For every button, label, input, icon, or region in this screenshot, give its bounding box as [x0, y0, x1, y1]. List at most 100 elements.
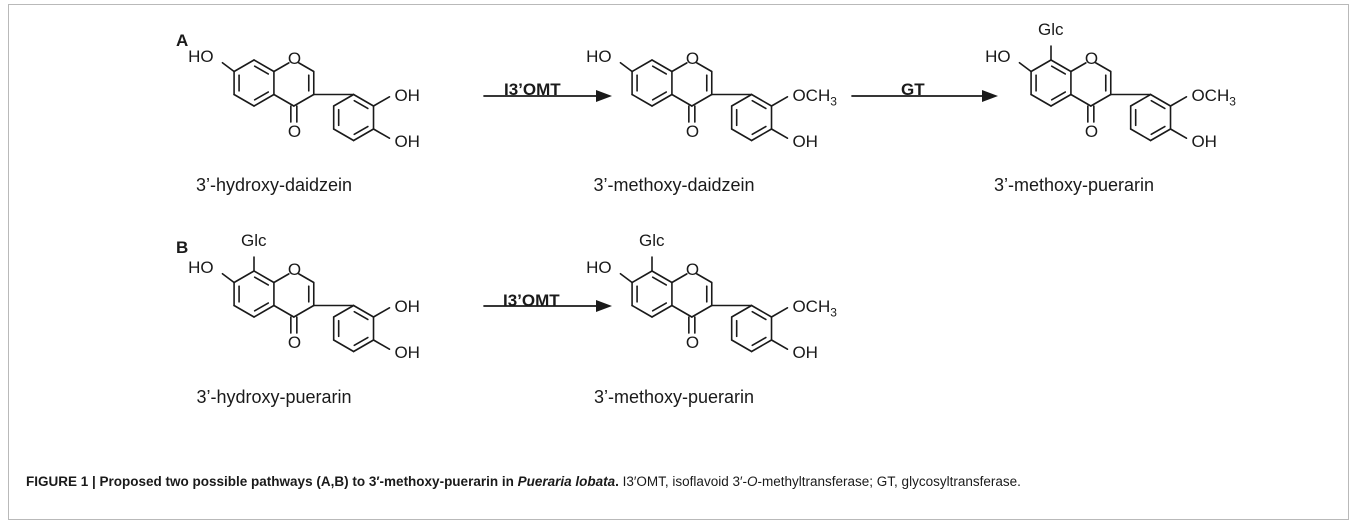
- mol-methoxy-puerarin-a-hydroxyl-4prime: OH: [1191, 131, 1217, 151]
- mol-hydroxy-puerarin-bond: [253, 270, 275, 284]
- mol-methoxy-puerarin-b-hydroxyl-4prime: OH: [792, 342, 818, 362]
- mol-methoxy-puerarin-b-bond: [770, 339, 789, 351]
- figure-caption: FIGURE 1 | Proposed two possible pathway…: [26, 472, 1326, 491]
- mol-methoxy-daidzein-bond: [730, 93, 753, 107]
- mol-hydroxy-daidzein-hydroxyl-3prime: OH: [394, 85, 420, 105]
- mol-methoxy-daidzein-bond: [750, 128, 773, 142]
- mol-methoxy-daidzein-hydroxyl-4prime: OH: [792, 131, 818, 151]
- mol-methoxy-puerarin-b-bond: [750, 339, 773, 353]
- mol-hydroxy-daidzein-double-bond: [353, 99, 369, 110]
- compound-name-hydroxy-daidzein: 3’-hydroxy-daidzein: [195, 175, 353, 195]
- mol-methoxy-daidzein-ring-oxygen: O: [685, 49, 700, 68]
- mol-methoxy-puerarin-a-bond: [1018, 61, 1032, 73]
- mol-methoxy-puerarin-a-bond: [1070, 93, 1092, 107]
- compound-name-hydroxy-puerarin: 3’-hydroxy-puerarin: [196, 387, 352, 407]
- mol-hydroxy-puerarin-ring-oxygen: O: [287, 260, 302, 279]
- mol-hydroxy-daidzein-bond: [332, 93, 355, 107]
- mol-methoxy-puerarin-a-bond: [1149, 93, 1172, 107]
- mol-hydroxy-puerarin-bond: [233, 304, 255, 318]
- mol-methoxy-puerarin-a-double-bond: [1050, 65, 1067, 75]
- mol-methoxy-puerarin-b-bond: [671, 273, 688, 284]
- mol-methoxy-puerarin-b-double-bond: [751, 336, 767, 347]
- mol-methoxy-daidzein-bond: [619, 61, 633, 73]
- mol-hydroxy-puerarin-double-bond: [353, 336, 369, 347]
- mol-methoxy-puerarin-a-bond: [1095, 62, 1112, 73]
- mol-methoxy-puerarin-a-bond: [1129, 128, 1152, 142]
- mol-hydroxy-daidzein-bond: [253, 59, 275, 73]
- mol-hydroxy-puerarin-bond: [293, 304, 315, 318]
- mol-methoxy-puerarin-a-bond: [1169, 128, 1188, 139]
- mol-hydroxy-daidzein-ring-oxygen: O: [287, 49, 302, 68]
- mol-methoxy-puerarin-a-glucose: Glc: [1038, 20, 1064, 39]
- mol-methoxy-daidzein-bond: [671, 62, 688, 73]
- mol-methoxy-daidzein-bond: [750, 93, 773, 107]
- mol-methoxy-puerarin-b-methoxy-3prime: OCH3: [792, 296, 837, 319]
- enzyme-label-i3omt-a: I3’OMT: [504, 80, 561, 99]
- caption-body-o: O: [747, 474, 758, 489]
- mol-methoxy-puerarin-b-keto-oxygen: O: [685, 333, 700, 352]
- mol-methoxy-puerarin-b-bond: [631, 270, 653, 284]
- mol-methoxy-puerarin-b-bond: [730, 304, 753, 318]
- mol-hydroxy-daidzein-double-bond: [353, 125, 369, 136]
- mol-hydroxy-puerarin-bond: [352, 304, 375, 318]
- mol-methoxy-puerarin-b-ring-oxygen: O: [685, 260, 700, 279]
- mol-methoxy-puerarin-a-double-bond: [1050, 91, 1067, 101]
- mol-hydroxy-daidzein-hydroxyl-7: HO: [188, 47, 214, 66]
- mol-hydroxy-puerarin-bond: [372, 339, 391, 351]
- mol-hydroxy-daidzein-bond: [332, 128, 355, 142]
- mol-methoxy-daidzein-bond: [730, 128, 753, 142]
- mol-methoxy-puerarin-b-bond: [750, 304, 773, 318]
- mol-hydroxy-puerarin-hydroxyl-7: HO: [188, 258, 214, 277]
- mol-hydroxy-daidzein-bond: [352, 128, 375, 142]
- mol-methoxy-puerarin-a-bond: [1050, 59, 1072, 73]
- mol-hydroxy-daidzein-bond: [352, 93, 375, 107]
- mol-hydroxy-daidzein-double-bond: [253, 91, 270, 101]
- mol-methoxy-daidzein-hydroxyl-7: HO: [586, 47, 612, 66]
- reaction-scheme: [221, 45, 1188, 353]
- mol-hydroxy-puerarin-double-bond: [253, 276, 270, 286]
- mol-methoxy-daidzein-double-bond: [751, 99, 767, 110]
- mol-methoxy-puerarin-a-bond: [1149, 128, 1172, 142]
- mol-hydroxy-daidzein-bond: [273, 62, 290, 73]
- mol-methoxy-daidzein-bond: [651, 93, 673, 107]
- mol-hydroxy-puerarin-bond: [332, 339, 355, 353]
- arrow-i3omt-b-head: [596, 300, 612, 312]
- mol-methoxy-puerarin-a-double-bond: [1150, 125, 1166, 136]
- mol-methoxy-puerarin-b-bond: [631, 304, 653, 318]
- mol-methoxy-daidzein-double-bond: [651, 91, 668, 101]
- mol-hydroxy-daidzein-bond: [233, 59, 255, 73]
- mol-methoxy-daidzein-double-bond: [751, 125, 767, 136]
- mol-methoxy-daidzein-bond: [691, 93, 713, 107]
- mol-methoxy-puerarin-a-ring-oxygen: O: [1084, 49, 1099, 68]
- mol-hydroxy-daidzein-bond: [273, 93, 295, 107]
- mol-hydroxy-daidzein-bond: [293, 93, 315, 107]
- mol-methoxy-puerarin-a-double-bond: [1150, 99, 1166, 110]
- mol-methoxy-daidzein-bond: [631, 59, 653, 73]
- mol-methoxy-puerarin-b-bond: [651, 270, 673, 284]
- enzyme-label-gt: GT: [901, 80, 925, 99]
- mol-hydroxy-puerarin-bond: [352, 339, 375, 353]
- mol-hydroxy-puerarin-bond: [372, 306, 391, 318]
- mol-hydroxy-daidzein-bond: [253, 93, 275, 107]
- mol-hydroxy-daidzein-double-bond: [253, 65, 270, 75]
- mol-methoxy-puerarin-b-double-bond: [751, 310, 767, 321]
- mol-methoxy-daidzein-keto-oxygen: O: [685, 122, 700, 141]
- mol-hydroxy-puerarin-bond: [233, 270, 255, 284]
- panel-label-b: B: [176, 238, 189, 257]
- mol-methoxy-daidzein-methoxy-3prime: OCH3: [792, 85, 837, 108]
- mol-hydroxy-puerarin-hydroxyl-4prime: OH: [394, 342, 420, 362]
- caption-title: FIGURE 1 | Proposed two possible pathway…: [26, 474, 619, 489]
- arrow-gt-head: [982, 90, 998, 102]
- mol-methoxy-puerarin-a-bond: [1050, 93, 1072, 107]
- mol-methoxy-puerarin-b-bond: [651, 304, 673, 318]
- mol-hydroxy-puerarin-keto-oxygen: O: [287, 333, 302, 352]
- mol-hydroxy-puerarin-bond: [273, 304, 295, 318]
- mol-hydroxy-puerarin-double-bond: [253, 302, 270, 312]
- mol-methoxy-puerarin-b-bond: [691, 304, 713, 318]
- mol-methoxy-daidzein-bond: [631, 93, 653, 107]
- mol-hydroxy-daidzein-bond: [372, 128, 391, 139]
- mol-methoxy-puerarin-a-bond: [1030, 93, 1052, 107]
- mol-hydroxy-daidzein-bond: [221, 61, 235, 73]
- mol-hydroxy-puerarin-bond: [298, 273, 315, 284]
- mol-methoxy-puerarin-b-bond: [671, 304, 693, 318]
